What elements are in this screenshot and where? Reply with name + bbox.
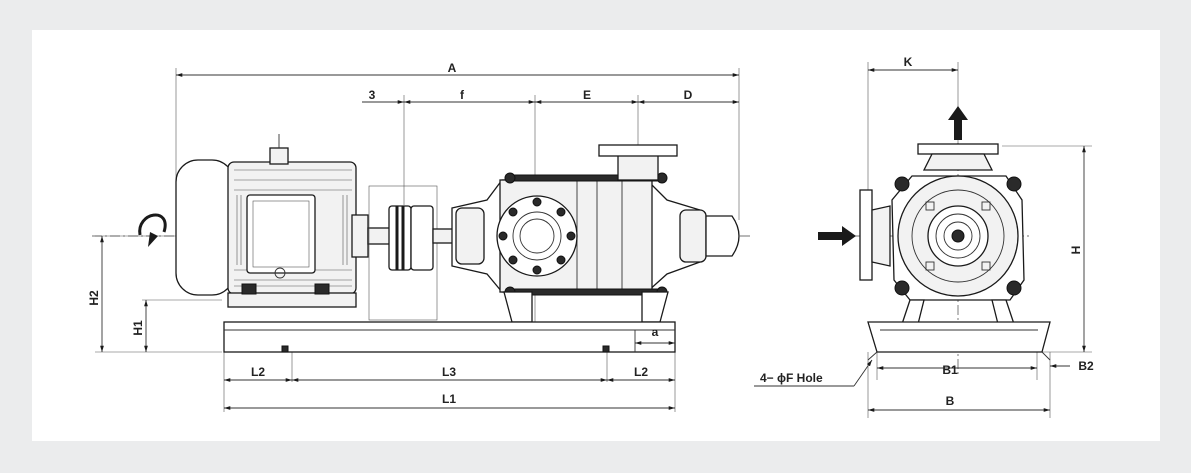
pump-foot-right: [641, 291, 669, 323]
dim-f-label: f: [460, 88, 465, 102]
end-leg-left: [901, 299, 925, 325]
dim-e-label: E: [583, 88, 591, 102]
dim-d-label: D: [684, 88, 693, 102]
dim-l2-right-label: L2: [634, 365, 648, 379]
discharge-flange: [598, 144, 678, 157]
coupling-guard: [368, 185, 438, 321]
side-view: A 3 f E D: [87, 61, 752, 412]
motor: [175, 134, 369, 308]
base-frame: [223, 321, 676, 353]
dim-h1-label: H1: [131, 320, 145, 336]
dim-a-small-label: a: [652, 325, 659, 339]
dim-l2-left-label: L2: [251, 365, 265, 379]
motor-lifting-eye: [269, 147, 289, 165]
end-suction-flange: [859, 189, 873, 281]
rotation-arrow-icon: [138, 213, 167, 247]
motor-feet: [227, 292, 357, 308]
terminal-box-inner: [252, 200, 310, 268]
coupling-half-left: [388, 205, 412, 271]
discharge-nozzle: [617, 153, 659, 181]
dim-b1-label: B1: [942, 363, 958, 377]
motor-foot-bolt-2: [314, 283, 330, 295]
dim-k-label: K: [904, 55, 913, 69]
motor-foot-bolt-1: [241, 283, 257, 295]
dim-l1-label: L1: [442, 392, 456, 406]
suction-arrow-icon: [818, 226, 856, 246]
motor-bolt: [274, 267, 286, 279]
motor-terminal-box: [246, 194, 316, 274]
pump-dimension-drawing: A 3 f E D: [87, 55, 1094, 418]
dim-h2-label: H2: [87, 290, 101, 306]
end-suction-neck: [871, 205, 891, 267]
pump-foot-left: [503, 291, 533, 323]
dim-a-label: A: [448, 61, 457, 75]
hole-leader-line: [853, 359, 873, 387]
coupling-half-right: [410, 205, 434, 271]
pump: [451, 144, 740, 323]
motor-cooling-fins: [234, 169, 352, 287]
motor-fan-cover: [175, 159, 235, 296]
dim-l3-label: L3: [442, 365, 456, 379]
drawing-panel: A 3 f E D: [32, 30, 1160, 441]
end-discharge-flange: [917, 143, 999, 155]
dim-3-label: 3: [369, 88, 376, 102]
dim-h-label: H: [1069, 246, 1083, 255]
hole-callout-label: 4− ϕF Hole: [760, 371, 823, 385]
end-base-frame: [867, 321, 1051, 353]
coupling: [367, 185, 464, 321]
end-view: K: [754, 55, 1094, 418]
discharge-arrow-icon: [948, 106, 968, 140]
suction-flange: [496, 195, 578, 277]
base-plate: [223, 321, 676, 353]
end-inner-bolts: [925, 201, 991, 271]
flange-bolts: [498, 197, 576, 275]
dim-b2-label: B2: [1078, 359, 1094, 373]
bearing-housing-right: [679, 209, 707, 263]
end-casing-bolts: [894, 176, 1022, 296]
end-base: [867, 321, 1051, 361]
bearing-end-cap: [705, 215, 740, 257]
end-leg-right: [991, 299, 1015, 325]
motor-end-bell: [351, 214, 369, 258]
end-discharge-neck: [922, 153, 994, 171]
bearing-housing-left: [455, 207, 485, 265]
dim-b-label: B: [946, 394, 955, 408]
